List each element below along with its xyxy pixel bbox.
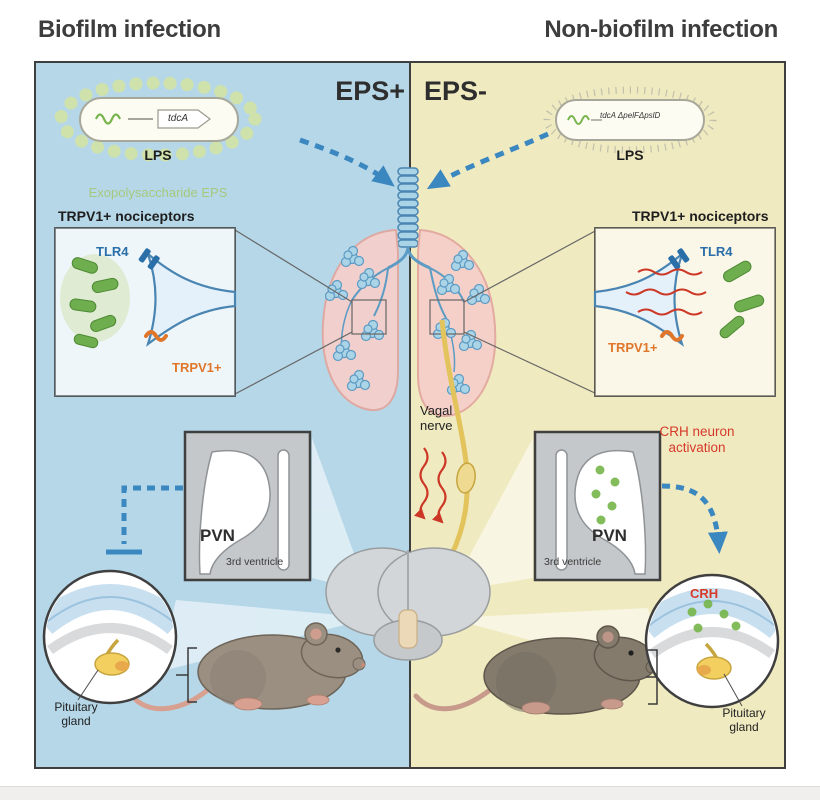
nociceptor-terminal (593, 250, 685, 347)
right-pituitary-inset (644, 573, 780, 709)
activation-squiggles (625, 268, 707, 316)
vagal-activation-arrows (413, 447, 447, 524)
left-mouse-tail (133, 685, 213, 712)
eps-minus-tag: EPS- (424, 76, 488, 106)
lung-zoom-left (234, 229, 387, 395)
third-ventricle-shape (555, 449, 568, 571)
nonbiofilm-bacterium (543, 86, 717, 154)
tlr4-label-right: TLR4 (700, 244, 733, 259)
planktonic-bacteria (719, 260, 765, 339)
left-nociceptor-inset (54, 227, 237, 397)
brain (325, 547, 491, 661)
gene-label-tdcA: tdcA (167, 113, 188, 124)
ventricle-label-left: 3rd ventricle (226, 556, 284, 568)
tlr4-label-left: TLR4 (96, 244, 129, 259)
trpv1-label-right: TRPV1+ (608, 340, 658, 355)
biofilm-bacteria-cluster (69, 257, 119, 349)
crh-dots (687, 599, 741, 633)
right-mouse (413, 625, 659, 715)
gene-label-mutant: tdcA ΔpelFΔpslD (600, 111, 661, 120)
left-pvn-inset (183, 430, 312, 582)
biofilm-bacterium (54, 76, 262, 162)
vagal-nerve-label: Vagal nerve (420, 403, 453, 433)
lps-label-right: LPS (616, 147, 644, 163)
pvn-activation-arrow (661, 483, 728, 554)
right-inset-title: TRPV1+ nociceptors (632, 208, 769, 224)
nociceptor-terminal (145, 250, 237, 347)
pvn-inhibition-connector (106, 485, 183, 555)
left-mouse-eye (335, 647, 341, 653)
pvn-label-right: PVN (592, 526, 627, 545)
trpv1-receptor (144, 330, 168, 342)
crh-activation-label: CRH neuron activation (659, 424, 735, 455)
lps-spikes (543, 86, 717, 154)
ventricle-label-right: 3rd ventricle (544, 556, 602, 568)
pituitary-label-left: Pituitary gland (54, 700, 98, 729)
bracket-right (646, 649, 658, 705)
footer-strip (0, 786, 820, 800)
pituitary-label-right: Pituitary gland (722, 706, 766, 735)
vagal-nerve-path (439, 319, 476, 556)
tlr4-receptor (138, 248, 160, 270)
bronchial-tree (340, 245, 465, 373)
trpv1-receptor (660, 330, 684, 342)
left-inset-title: TRPV1+ nociceptors (58, 208, 195, 224)
lps-label-left: LPS (144, 147, 172, 163)
right-mouse-eye (628, 650, 634, 656)
title-biofilm: Biofilm infection (38, 16, 221, 43)
eps-caption: Exopolysaccharide EPS (88, 185, 228, 200)
right-pvn-inset (533, 430, 662, 582)
left-pituitary-inset (42, 569, 178, 705)
lung-zoom-right (429, 229, 598, 395)
right-nociceptor-inset (593, 227, 776, 397)
title-nonbiofilm: Non-biofilm infection (544, 16, 778, 43)
right-mouse-tail (413, 687, 493, 712)
third-ventricle-shape (277, 449, 290, 571)
crh-label: CRH (690, 586, 719, 601)
left-mouse (133, 622, 366, 712)
trachea (397, 167, 419, 248)
pvn-label-left: PVN (200, 526, 235, 545)
tlr4-receptor (668, 248, 690, 270)
trpv1-label-left: TRPV1+ (172, 360, 222, 375)
crh-neurons (591, 465, 620, 525)
eps-plus-tag: EPS+ (335, 76, 405, 106)
biofilm-to-lung-arrow (299, 137, 395, 187)
bracket-left (176, 647, 197, 703)
lungs (321, 228, 497, 417)
eps-ring (54, 76, 262, 162)
nonbiofilm-to-lung-arrow (426, 131, 550, 190)
